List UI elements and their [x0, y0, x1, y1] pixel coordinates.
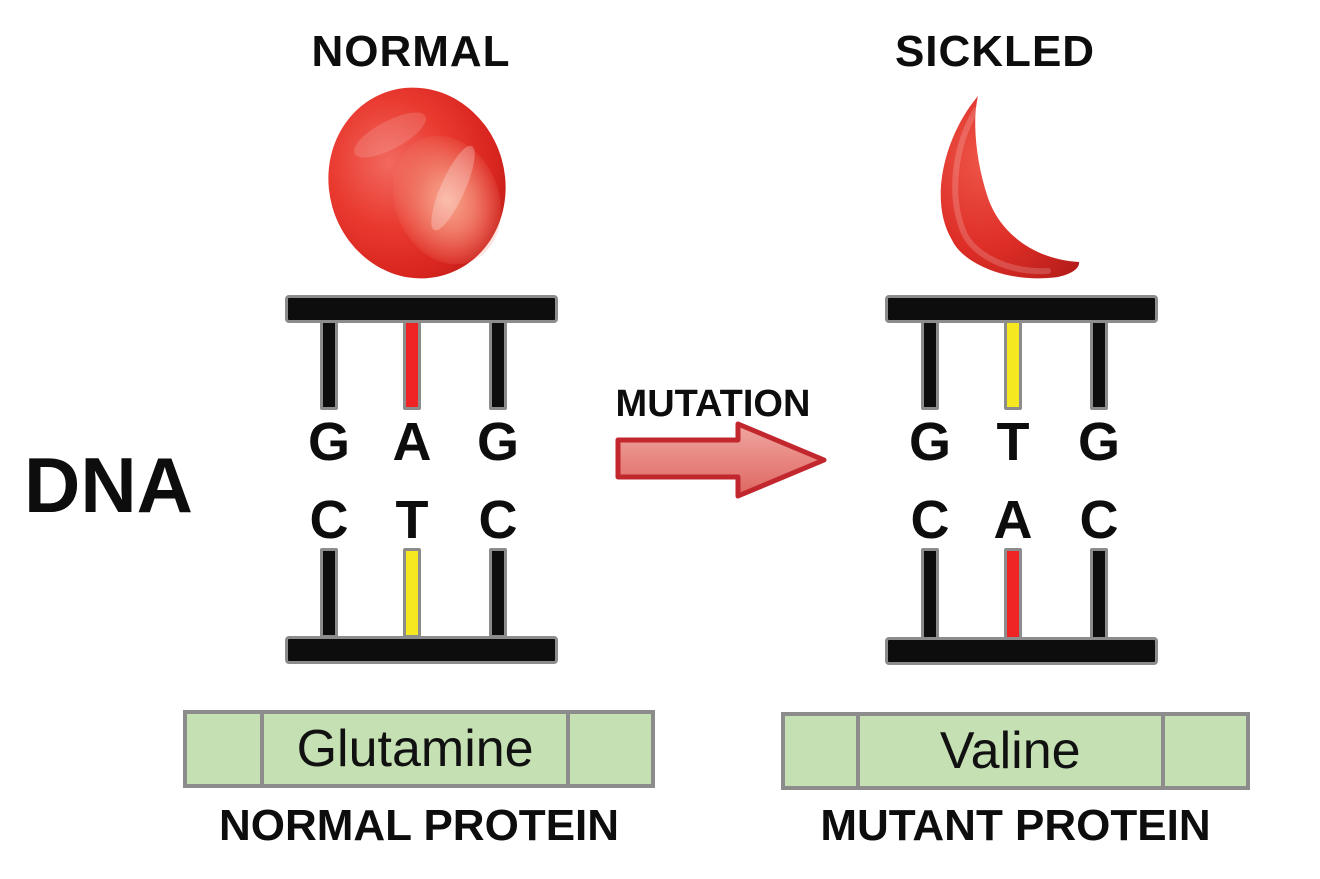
left-base-g2: G: [476, 412, 519, 472]
right-base-a: A: [993, 490, 1033, 550]
mutant-protein-caption: MUTANT PROTEIN: [820, 801, 1211, 850]
left-bottom-rung-1: [320, 548, 338, 638]
mutant-protein-segment-middle: Valine: [859, 712, 1165, 790]
left-top-rung-1: [320, 318, 338, 410]
right-base-t: T: [996, 412, 1030, 472]
normal-title: NORMAL: [311, 27, 511, 76]
mutant-protein-amino-acid: Valine: [939, 722, 1081, 780]
left-base-c1: C: [309, 490, 349, 550]
normal-protein-amino-acid: Glutamine: [296, 720, 534, 778]
red-blood-cell-icon: [328, 87, 506, 279]
right-bottom-rung-1: [921, 548, 939, 640]
right-bottom-rung-2-highlight: [1004, 548, 1022, 640]
normal-protein-segment-right: [570, 710, 655, 788]
left-base-c2: C: [478, 490, 518, 550]
dna-label: DNA: [24, 441, 193, 529]
left-top-rung-3: [489, 318, 507, 410]
right-ladder-bottom-bar: [885, 637, 1158, 665]
right-base-c2: C: [1079, 490, 1119, 550]
normal-protein-segment-middle: Glutamine: [264, 710, 571, 788]
mutant-protein-segment-left: [781, 712, 860, 790]
left-base-a: A: [392, 412, 432, 472]
right-base-c1: C: [910, 490, 950, 550]
right-base-g2: G: [1077, 412, 1120, 472]
sickle-cell-icon: [940, 96, 1080, 279]
normal-protein-caption: NORMAL PROTEIN: [218, 801, 620, 850]
right-ladder-top-bar: [885, 295, 1158, 323]
left-base-t: T: [395, 490, 429, 550]
sickled-title: SICKLED: [894, 27, 1096, 76]
right-bottom-rung-3: [1090, 548, 1108, 640]
right-top-rung-2-highlight: [1004, 318, 1022, 410]
mutation-arrow-icon: [615, 421, 827, 499]
normal-protein-segment-left: [183, 710, 265, 788]
left-bottom-rung-2-highlight: [403, 548, 421, 638]
right-top-rung-3: [1090, 318, 1108, 410]
left-base-g1: G: [307, 412, 350, 472]
left-ladder-bottom-bar: [285, 636, 558, 664]
right-base-g1: G: [908, 412, 951, 472]
left-top-rung-2-highlight: [403, 318, 421, 410]
left-bottom-rung-3: [489, 548, 507, 638]
mutant-protein-segment-right: [1164, 712, 1250, 790]
left-ladder-top-bar: [285, 295, 558, 323]
normal-protein-bar: Glutamine: [183, 710, 655, 788]
right-top-rung-1: [921, 318, 939, 410]
mutation-label: MUTATION: [615, 383, 811, 425]
mutant-protein-bar: Valine: [781, 712, 1250, 790]
